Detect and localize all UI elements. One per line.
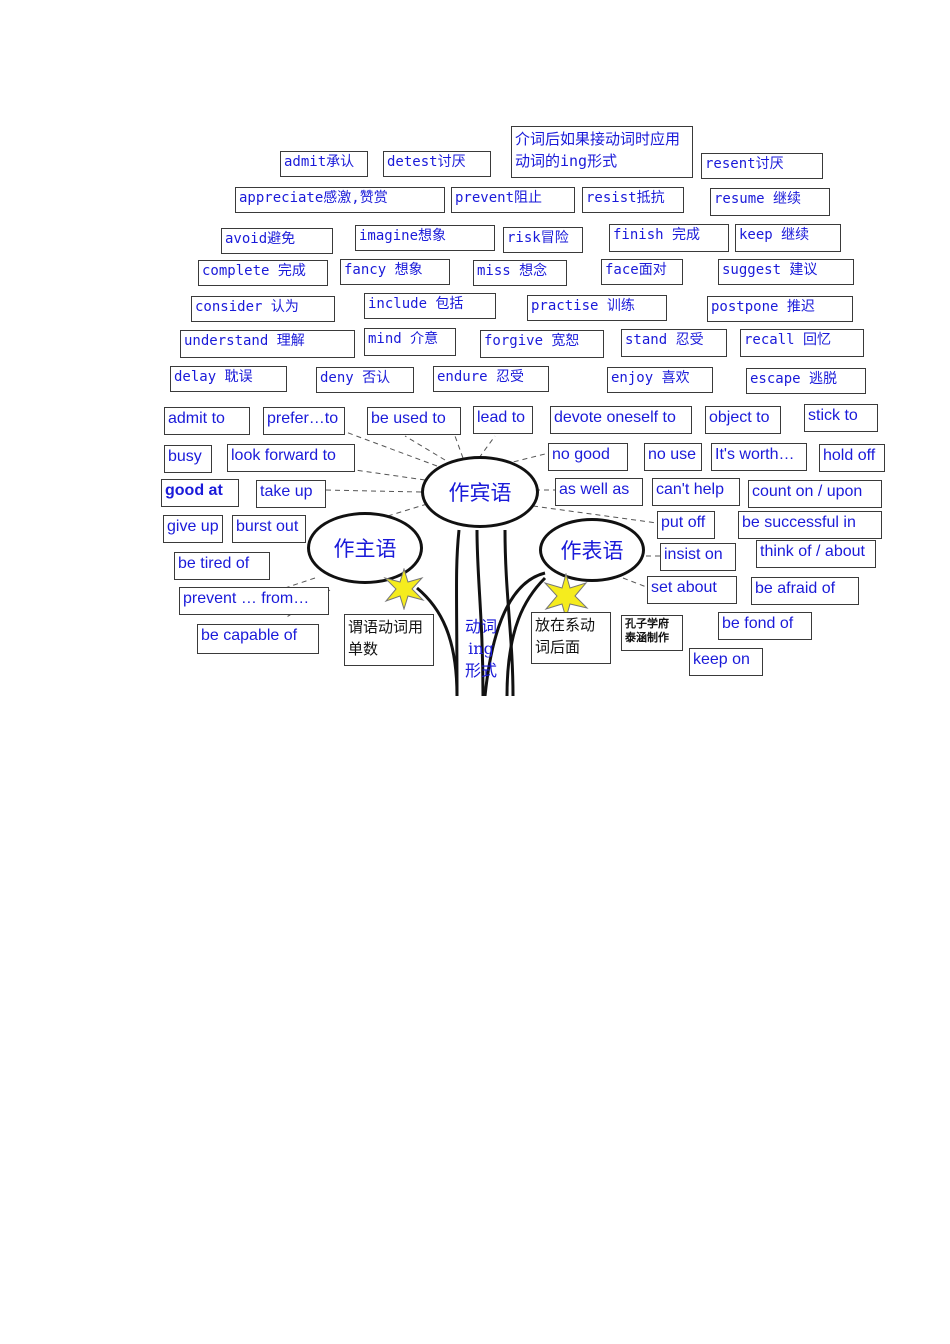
note-box: 介词后如果接动词时应用动词的ing形式: [511, 126, 693, 178]
phrase-set-about: set about: [647, 576, 737, 604]
verb-understand: understand 理解: [180, 330, 355, 358]
phrase-think-of-about: think of / about: [756, 540, 876, 568]
phrase-keep-on: keep on: [689, 648, 763, 676]
verb-delay: delay 耽误: [170, 366, 287, 392]
verb-resume: resume 继续: [710, 188, 830, 216]
verb-escape: escape 逃脱: [746, 368, 866, 394]
verb-recall: recall 回忆: [740, 329, 864, 357]
verb-postpone: postpone 推迟: [707, 296, 853, 322]
phrase-count-on-upon: count on / upon: [748, 480, 882, 508]
verb-forgive: forgive 宽恕: [480, 330, 604, 358]
verb-practise: practise 训练: [527, 295, 667, 321]
verb-complete: complete 完成: [198, 260, 328, 286]
phrase-no-use: no use: [644, 443, 702, 471]
gerund-usage-diagram: 介词后如果接动词时应用动词的ing形式 admit承认 detest讨厌 res…: [145, 118, 905, 696]
verb-consider: consider 认为: [191, 296, 335, 322]
phrase-insist-on: insist on: [660, 543, 736, 571]
phrase-devote-oneself-to: devote oneself to: [550, 406, 692, 434]
verb-endure: endure 忍受: [433, 366, 549, 392]
phrase-be-fond-of: be fond of: [718, 612, 812, 640]
phrase-no-good: no good: [548, 443, 628, 471]
subject-note: 谓语动词用单数: [344, 614, 434, 666]
phrase-good-at: good at: [161, 479, 239, 507]
verb-detest: detest讨厌: [383, 151, 491, 177]
verb-imagine: imagine想象: [355, 225, 495, 251]
verb-resent: resent讨厌: [701, 153, 823, 179]
oval-object: 作宾语: [421, 456, 539, 528]
verb-stand: stand 忍受: [621, 329, 727, 357]
verb-mind: mind 介意: [364, 328, 456, 356]
phrase-as-well-as: as well as: [555, 478, 643, 506]
phrase-be-afraid-of: be afraid of: [751, 577, 859, 605]
phrase-take-up: take up: [256, 480, 326, 508]
predicative-note: 放在系动词后面: [531, 612, 611, 664]
phrase-be-capable-of: be capable of: [197, 624, 319, 654]
phrase-prefer-to: prefer…to: [263, 407, 345, 435]
verb-suggest: suggest 建议: [718, 259, 854, 285]
verb-risk: risk冒险: [503, 227, 583, 253]
verb-prevent: prevent阻止: [451, 187, 575, 213]
oval-predicative: 作表语: [539, 518, 645, 582]
verb-miss: miss 想念: [473, 260, 567, 286]
phrase-prevent-from: prevent … from…: [179, 587, 329, 615]
verb-face: face面对: [601, 259, 683, 285]
phrase-lead-to: lead to: [473, 406, 533, 434]
phrase-busy: busy: [164, 445, 212, 473]
phrase-cant-help: can't help: [652, 478, 740, 506]
phrase-be-tired-of: be tired of: [174, 552, 270, 580]
center-label: 动词ing形式: [464, 617, 497, 680]
phrase-burst-out: burst out: [232, 515, 306, 543]
verb-keep: keep 继续: [735, 224, 841, 252]
phrase-its-worth: It's worth…: [711, 443, 807, 471]
phrase-admit-to: admit to: [164, 407, 250, 435]
verb-include: include 包括: [364, 293, 496, 319]
verb-appreciate: appreciate感激,赞赏: [235, 187, 445, 213]
verb-admit: admit承认: [280, 151, 368, 177]
phrase-be-used-to: be used to: [367, 407, 461, 435]
phrase-object-to: object to: [705, 406, 781, 434]
verb-deny: deny 否认: [316, 367, 414, 393]
phrase-stick-to: stick to: [804, 404, 878, 432]
phrase-look-forward-to: look forward to: [227, 444, 355, 472]
phrase-give-up: give up: [163, 515, 223, 543]
verb-avoid: avoid避免: [221, 228, 333, 254]
star-icon: [383, 568, 425, 610]
phrase-put-off: put off: [657, 511, 715, 539]
phrase-be-successful-in: be successful in: [738, 511, 882, 539]
verb-fancy: fancy 想象: [340, 259, 450, 285]
verb-resist: resist抵抗: [582, 187, 684, 213]
credit-box: 孔子学府 泰涵制作: [621, 615, 683, 651]
verb-enjoy: enjoy 喜欢: [607, 367, 713, 393]
verb-finish: finish 完成: [609, 224, 729, 252]
phrase-hold-off: hold off: [819, 444, 885, 472]
